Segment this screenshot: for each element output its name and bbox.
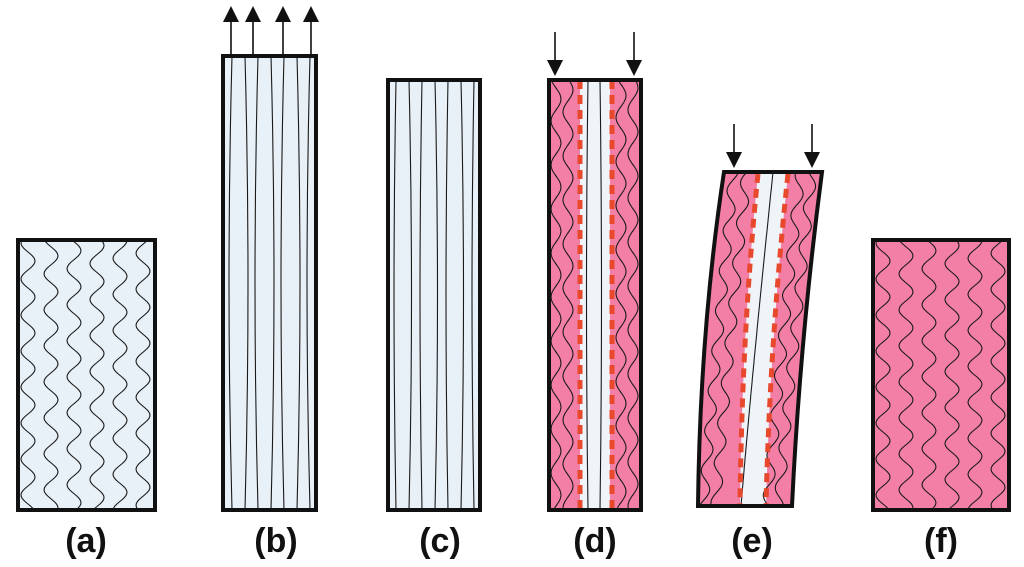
fiber-line (419, 80, 423, 510)
panel-c-label: (c) (419, 522, 461, 560)
fiber-line (112, 240, 128, 510)
tension-arrow-icon (223, 6, 239, 56)
panel-b-label: (b) (254, 522, 297, 560)
fiber-line (408, 80, 413, 510)
panel-a-body (18, 240, 155, 510)
fiber-line (967, 240, 983, 510)
fiber-line (393, 80, 397, 510)
fiber-line (280, 56, 285, 510)
panel-d: (d) (547, 32, 643, 560)
fiber-line (921, 240, 937, 510)
panel-c-outline (386, 78, 482, 512)
compression-arrow-icon (804, 124, 820, 168)
fiber-line (445, 80, 449, 510)
panel-e-label: (e) (731, 522, 773, 560)
fiber-line (244, 56, 249, 510)
panel-e: (e) (695, 124, 825, 560)
fiber-line (615, 80, 627, 510)
fiber-line (43, 240, 59, 510)
panel-b-outline (221, 54, 318, 512)
fiber-line (89, 240, 105, 510)
panel-e-outline (695, 170, 825, 508)
panel-f-body (873, 240, 1009, 510)
panel-d-label: (d) (573, 522, 616, 560)
compression-arrow-icon (626, 32, 642, 76)
fiber-line (740, 172, 774, 506)
fiber-line (306, 56, 311, 510)
fiber-line (135, 240, 151, 510)
fiber-line (599, 80, 603, 510)
fiber-line (875, 240, 891, 510)
fiber-line (254, 56, 259, 510)
panel-a-outline (16, 238, 157, 512)
panel-c: (c) (386, 78, 482, 560)
fiber-line (66, 240, 82, 510)
compression-arrows-d (547, 32, 642, 76)
fiber-line (296, 56, 301, 510)
fiber-line (990, 240, 1006, 510)
panel-f-fibers (875, 240, 1006, 510)
fiber-line (710, 172, 750, 506)
fiber-line (471, 80, 475, 510)
panel-b: (b) (221, 6, 319, 560)
fiber-line (585, 80, 589, 510)
panel-b-fibers (228, 56, 311, 510)
tension-arrow-icon (275, 6, 291, 56)
fiber-line (944, 240, 960, 510)
fiber-line (550, 80, 562, 510)
fiber-line (434, 80, 439, 510)
compression-arrow-icon (547, 32, 563, 76)
panel-d-fibers (550, 80, 639, 510)
panel-d-core (580, 80, 610, 510)
panel-f: (f) (871, 238, 1011, 560)
panel-a-fibers (20, 240, 151, 510)
panel-c-body (388, 80, 480, 510)
tension-arrow-icon (303, 6, 319, 56)
panel-f-outline (871, 238, 1011, 512)
panel-d-outline (547, 78, 643, 512)
fiber-line (460, 80, 465, 510)
fiber-line (228, 56, 233, 510)
fiber-line (562, 80, 574, 510)
panel-b-body (223, 56, 316, 510)
panel-c-fibers (393, 80, 475, 510)
tension-arrows (223, 6, 319, 56)
fiber-line (627, 80, 639, 510)
fiber-line (898, 240, 914, 510)
fiber-line (698, 172, 740, 506)
panel-e-boundary-left (737, 173, 761, 506)
panel-e-boundary-right (763, 173, 791, 506)
panel-f-label: (f) (924, 522, 958, 560)
fiber-line (270, 56, 275, 510)
compression-arrows-e (726, 124, 820, 168)
tension-arrow-icon (245, 6, 261, 56)
panel-a-label: (a) (65, 522, 107, 560)
panel-a: (a) (16, 238, 157, 560)
fiber-line (774, 172, 817, 506)
fiber-line (20, 240, 36, 510)
compression-arrow-icon (726, 124, 742, 168)
